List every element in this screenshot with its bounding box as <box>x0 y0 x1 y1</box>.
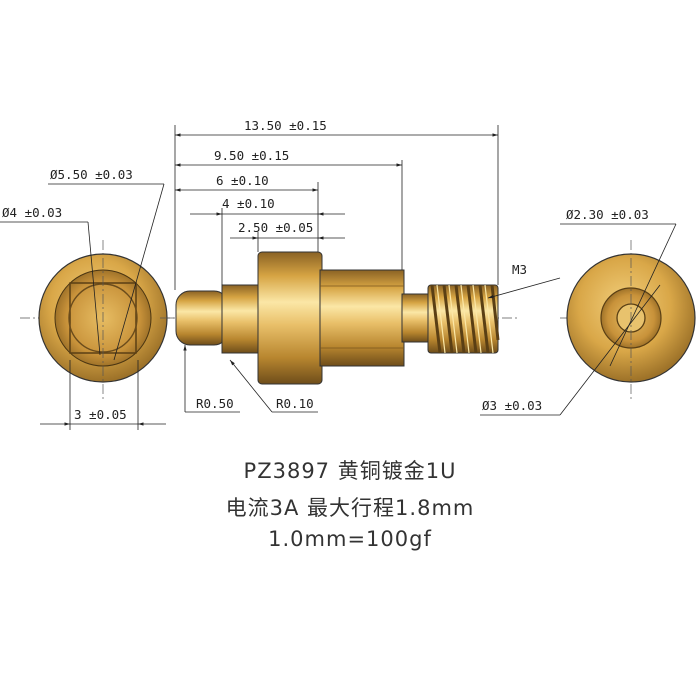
dim-flange-offset: 4 ±0.10 <box>222 196 275 211</box>
dim-collar-to-end: 6 ±0.10 <box>216 173 269 188</box>
dim-thread: M3 <box>512 262 527 277</box>
pin-side-view <box>160 251 520 385</box>
dim-right-outer-dia: Ø2.30 ±0.03 <box>566 207 649 222</box>
hex-body <box>319 269 405 367</box>
plunger-tip <box>175 290 229 346</box>
dim-body-length: 9.50 ±0.15 <box>214 148 289 163</box>
caption-force: 1.0mm=100gf <box>268 527 432 551</box>
caption-part-number: PZ3897 黄铜镀金1U <box>243 459 457 483</box>
neck <box>401 293 433 343</box>
dim-tip-radius: R0.50 <box>196 396 234 411</box>
dim-hex-flat: 3 ±0.05 <box>74 407 127 422</box>
dimension-lines <box>0 125 677 430</box>
left-end-view <box>20 240 178 400</box>
flange <box>257 251 323 385</box>
dim-right-inner-dia: Ø3 ±0.03 <box>482 398 542 413</box>
dim-left-outer-dia: Ø5.50 ±0.03 <box>50 167 133 182</box>
dim-left-inner-dia: Ø4 ±0.03 <box>2 205 62 220</box>
right-end-view <box>560 240 696 400</box>
barrel <box>221 284 263 354</box>
dimension-labels: 13.50 ±0.15 9.50 ±0.15 6 ±0.10 4 ±0.10 2… <box>2 118 649 422</box>
dim-overall-length: 13.50 ±0.15 <box>244 118 327 133</box>
thread <box>427 284 500 354</box>
dim-flange-width: 2.50 ±0.05 <box>238 220 313 235</box>
dim-shoulder-radius: R0.10 <box>276 396 314 411</box>
caption-spec: 电流3A 最大行程1.8mm <box>225 496 475 520</box>
